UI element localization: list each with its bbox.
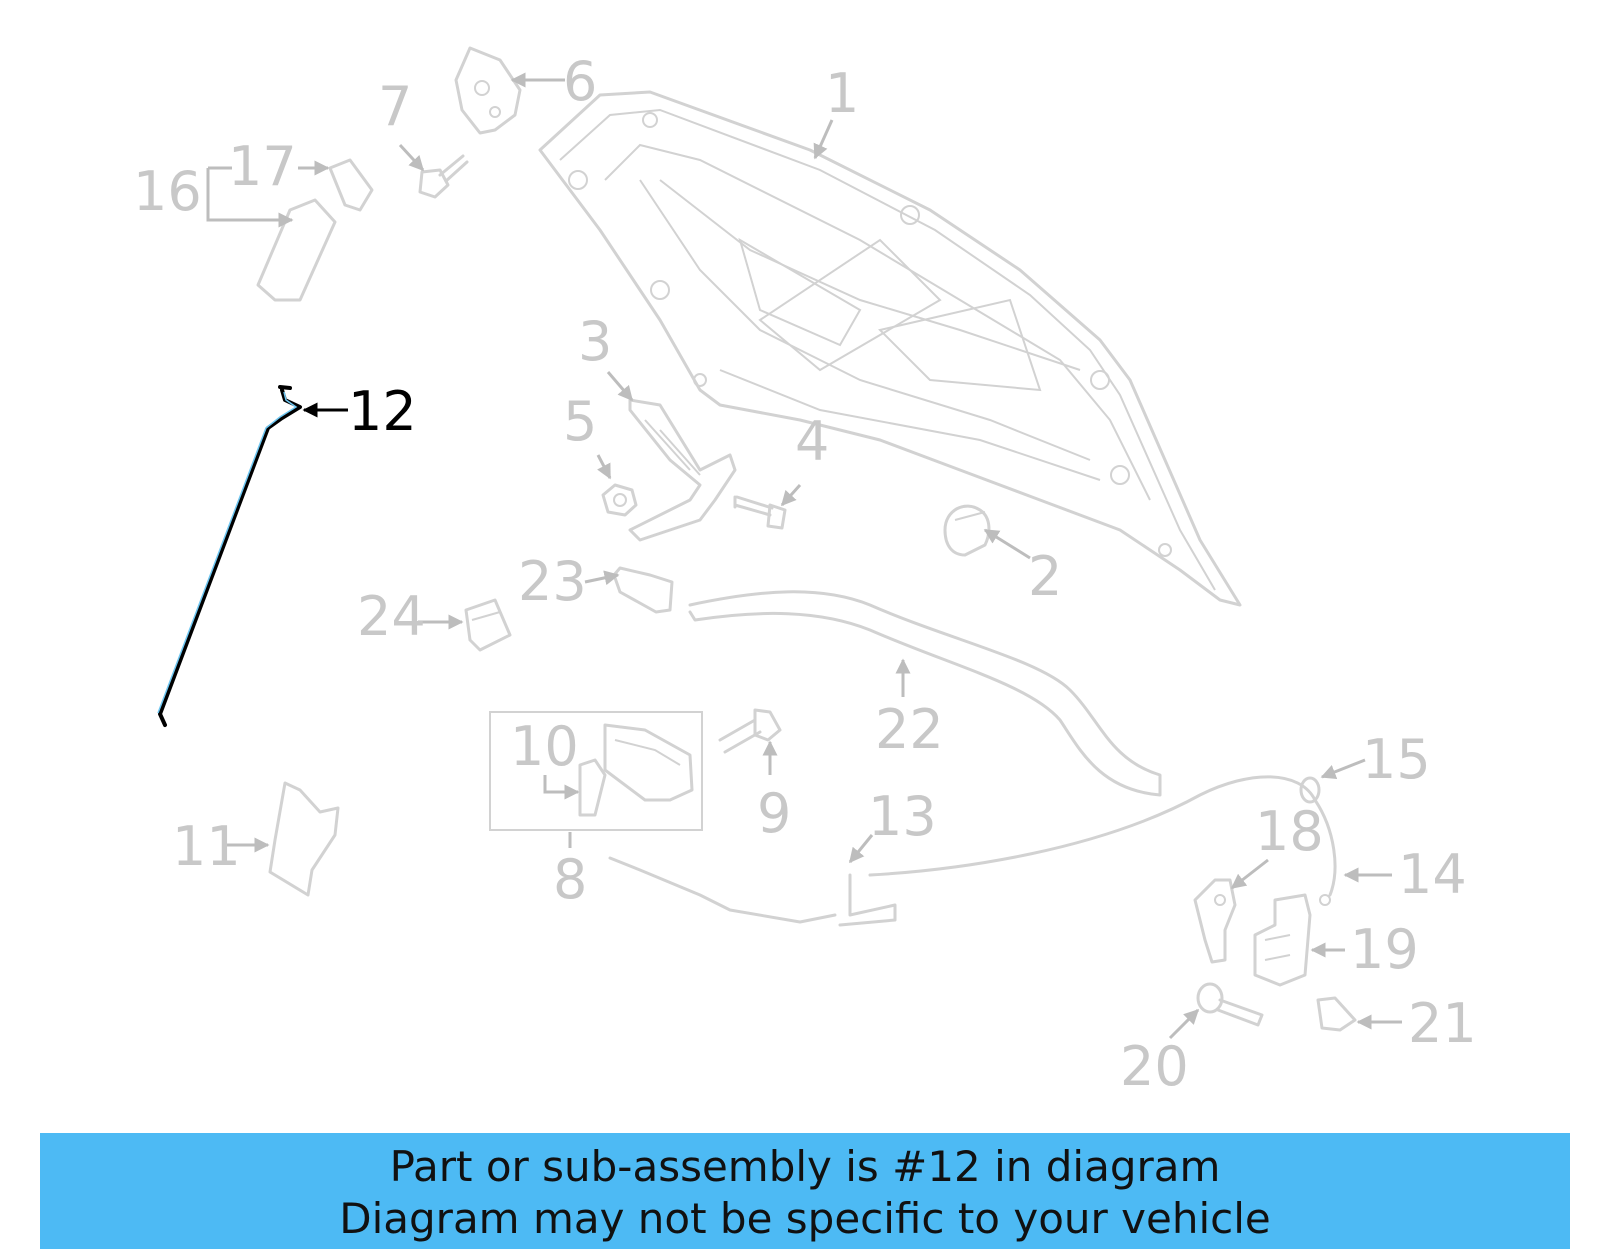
deflector-part-11: [268, 781, 340, 897]
callout-3: 3: [578, 310, 612, 373]
callout-9: 9: [757, 782, 791, 845]
weather-strip-part: [688, 590, 1162, 797]
callout-20: 20: [1120, 1035, 1189, 1098]
callout-21: 21: [1408, 992, 1477, 1055]
parts-diagram: 1 2 3 4 5 6 7 8 9 10 11 12 13 14 15 16 1…: [133, 46, 1477, 1098]
callout-14: 14: [1398, 843, 1467, 906]
clip-part-24: [464, 598, 512, 652]
banner-line-part-number: Part or sub-assembly is #12 in diagram: [389, 1142, 1221, 1191]
release-handle-part: [1193, 878, 1237, 964]
info-banner: Part or sub-assembly is #12 in diagram D…: [40, 1133, 1570, 1249]
hood-hinge-part: [628, 398, 737, 542]
callout-18: 18: [1255, 800, 1324, 863]
hood-panel-part: [538, 90, 1242, 607]
callout-1: 1: [825, 62, 859, 125]
callout-17: 17: [228, 135, 297, 198]
banner-line-disclaimer: Diagram may not be specific to your vehi…: [339, 1194, 1271, 1243]
seal-part-16: [256, 198, 337, 302]
hinge-bolt-part: [733, 495, 787, 530]
screw-part-20: [1196, 982, 1264, 1027]
mounting-bracket-part: [454, 46, 522, 135]
bumper-stop-part: [943, 504, 991, 557]
clip-part-21: [1316, 996, 1357, 1032]
callout-5: 5: [563, 390, 597, 453]
callout-10: 10: [510, 715, 579, 778]
callout-16: 16: [133, 160, 202, 223]
callout-13: 13: [868, 785, 937, 848]
callout-6: 6: [563, 50, 597, 113]
callout-24: 24: [357, 585, 426, 648]
callout-labels: 1 2 3 4 5 6 7 8 9 10 11 12 13 14 15 16 1…: [133, 50, 1477, 1098]
bracket-bolt-part: [418, 154, 469, 199]
prop-rod-part: [157, 385, 302, 727]
callout-23: 23: [518, 550, 587, 613]
handle-bracket-part: [1253, 893, 1312, 987]
hinge-nut-part: [601, 483, 638, 517]
leader-lines: [206, 72, 1402, 1040]
callout-22: 22: [875, 698, 944, 761]
callout-2: 2: [1028, 545, 1062, 608]
grommet-part: [1299, 776, 1321, 804]
release-cable-part: [608, 775, 1337, 927]
callout-7: 7: [378, 75, 412, 138]
latch-assembly-box: [489, 711, 703, 831]
callout-19: 19: [1350, 918, 1419, 981]
callout-11: 11: [172, 815, 241, 878]
callout-12: 12: [348, 380, 417, 443]
bumper-part-23: [612, 566, 674, 614]
callout-8: 8: [553, 848, 587, 911]
latch-bolt-part: [718, 708, 782, 754]
seal-part-17: [328, 158, 374, 212]
callout-4: 4: [795, 410, 829, 473]
callout-15: 15: [1362, 728, 1431, 791]
